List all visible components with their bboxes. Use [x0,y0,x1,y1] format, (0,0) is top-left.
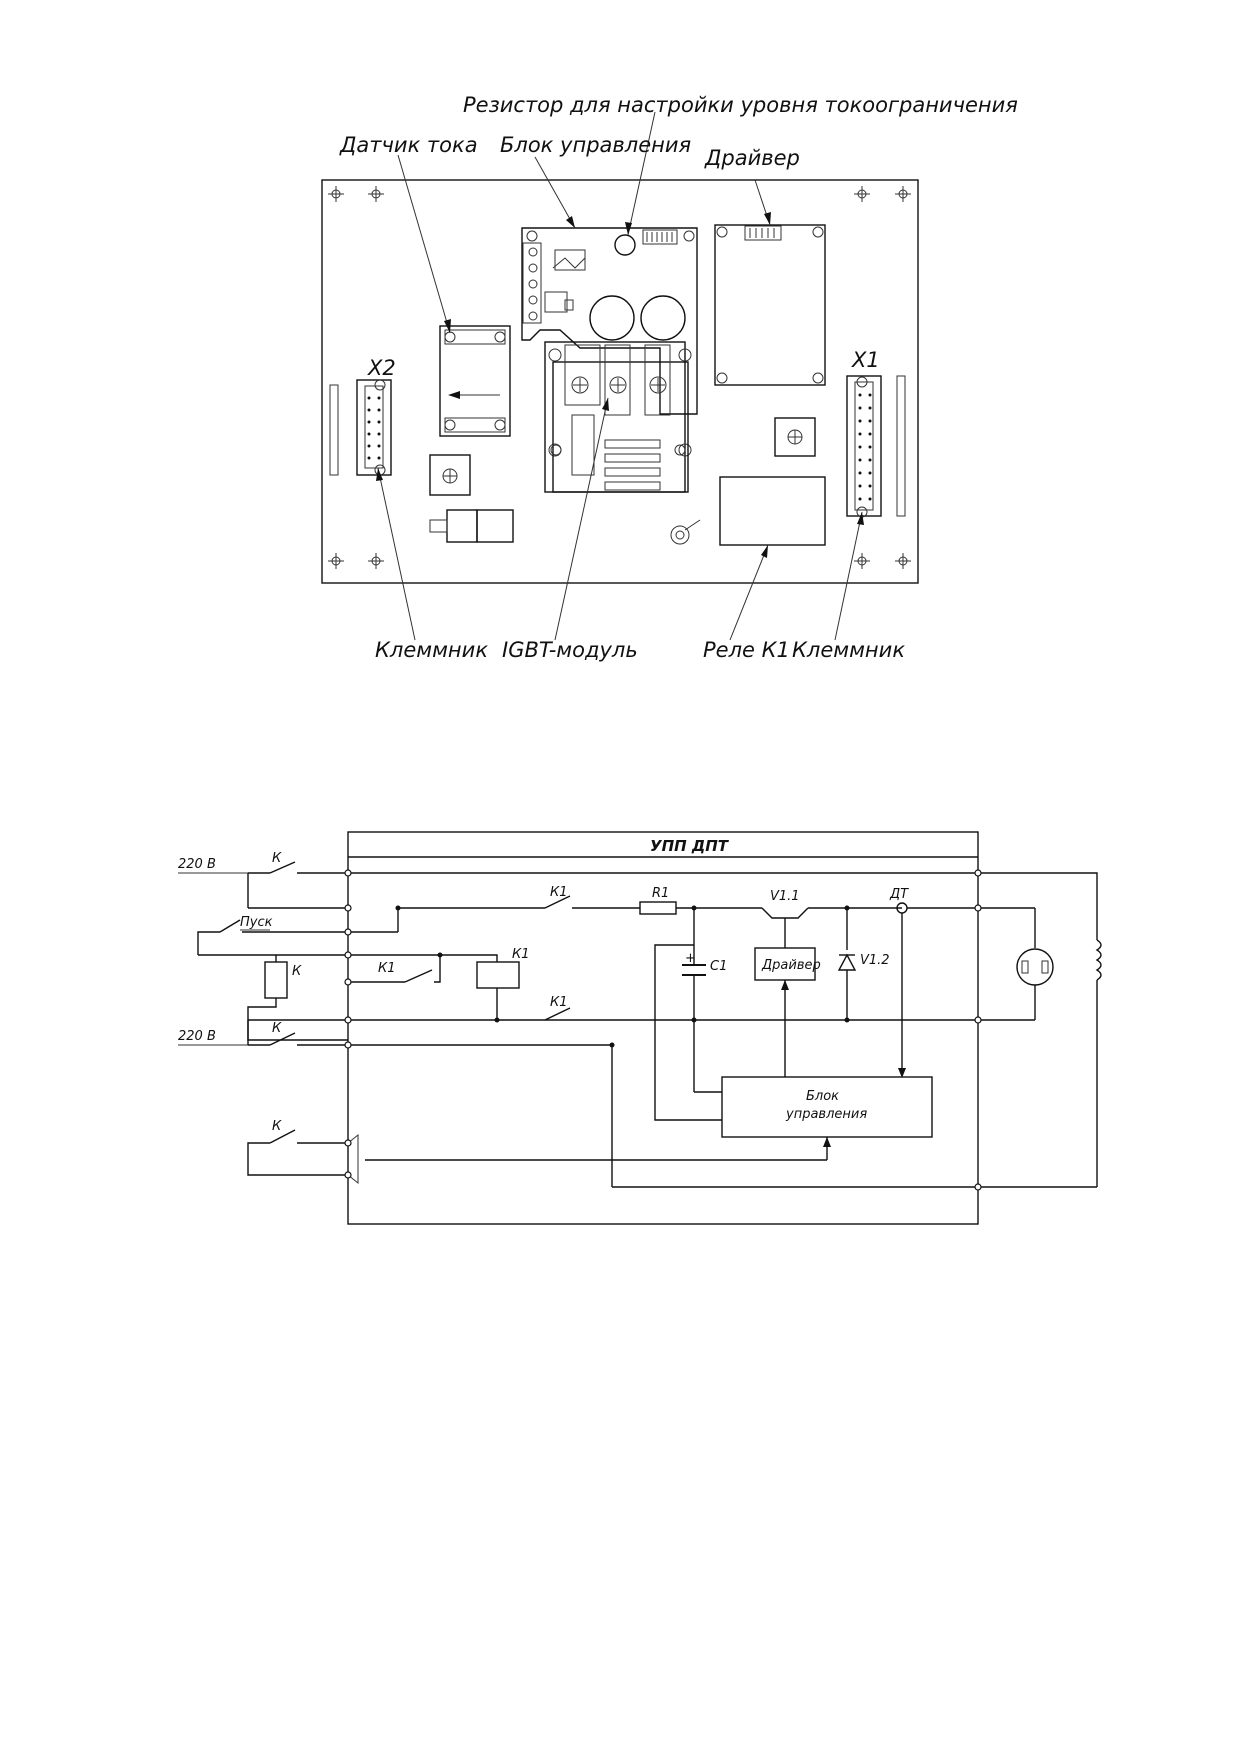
supply-top-label: 220 В [178,857,216,872]
callout-terminal-left: Клеммник [375,638,488,662]
k-switch-3-label: К [272,1119,282,1134]
start-button [219,919,241,933]
driver-board [714,224,826,386]
label-x1: X1 [851,348,880,372]
k-coil [264,961,288,999]
callout-resistor: Резистор для настройки уровня токоограни… [463,93,1018,117]
callout-driver: Драйвер [704,146,800,170]
relay-k1-body [719,476,826,546]
supply-bottom-label: 220 В [178,1029,216,1044]
k1-contact-top [544,895,571,909]
callout-current-sensor: Датчик тока [339,133,478,157]
k-switch-2-label: К [272,1021,282,1036]
k-switch-2 [269,1032,296,1046]
trimmer-left [429,454,471,496]
small-capacitor [670,519,701,545]
k-switch-3 [269,1129,296,1144]
board-outline [321,179,919,584]
schematic: УПП ДПТ 220 В К Пуск К1 R1 V1.1 [178,831,1102,1225]
terminal-x1 [846,375,906,518]
c1-polarity: + [685,951,696,966]
schematic-title: УПП ДПТ [650,837,730,855]
callout-igbt: IGBT-модуль [502,638,638,662]
leader-arrowheads [376,212,864,558]
r1-label: R1 [652,886,669,901]
fuse-holder [429,509,514,543]
k1-contact-bottom-label: К1 [550,995,568,1010]
igbt-module [550,344,689,493]
k1-contact-top-label: К1 [550,885,568,900]
callout-control-unit: Блок управления [500,133,691,157]
k1-coil [476,961,520,989]
k1-contact-mid [404,969,433,983]
leader-lines [377,111,863,641]
field-winding [1095,939,1102,981]
terminal-x2 [329,379,392,476]
diode-v12 [837,953,857,971]
k1-contact-mid-label: К1 [378,961,396,976]
board-layout: Резистор для настройки уровня токоограни… [321,93,1018,662]
callout-relay: Реле К1 [703,638,790,662]
control-unit-label-1: Блок [806,1089,839,1104]
control-unit-label-2: управления [785,1107,867,1122]
driver-label: Драйвер [761,958,821,973]
k-coil-label: К [292,964,302,979]
k-switch-1-label: К [272,851,282,866]
current-sensor [439,325,511,437]
trimmer-right [774,417,816,457]
enclosure-terminals [344,869,982,1191]
start-label: Пуск [240,915,273,930]
control-unit-board [521,227,698,493]
k1-coil-label: К1 [512,947,530,962]
v12-label: V1.2 [860,953,890,968]
k1-contact-bottom [544,1007,571,1021]
transistor-v11 [761,907,809,919]
v11-label: V1.1 [770,889,800,904]
callout-terminal-right: Клеммник [792,638,905,662]
label-x2: X2 [367,356,396,380]
mounting-holes [328,186,911,569]
k-switch-1 [269,861,296,874]
resistor-r1 [639,901,677,915]
dt-label: ДТ [889,887,909,902]
enclosure [347,831,979,1225]
c1-label: С1 [710,959,727,974]
